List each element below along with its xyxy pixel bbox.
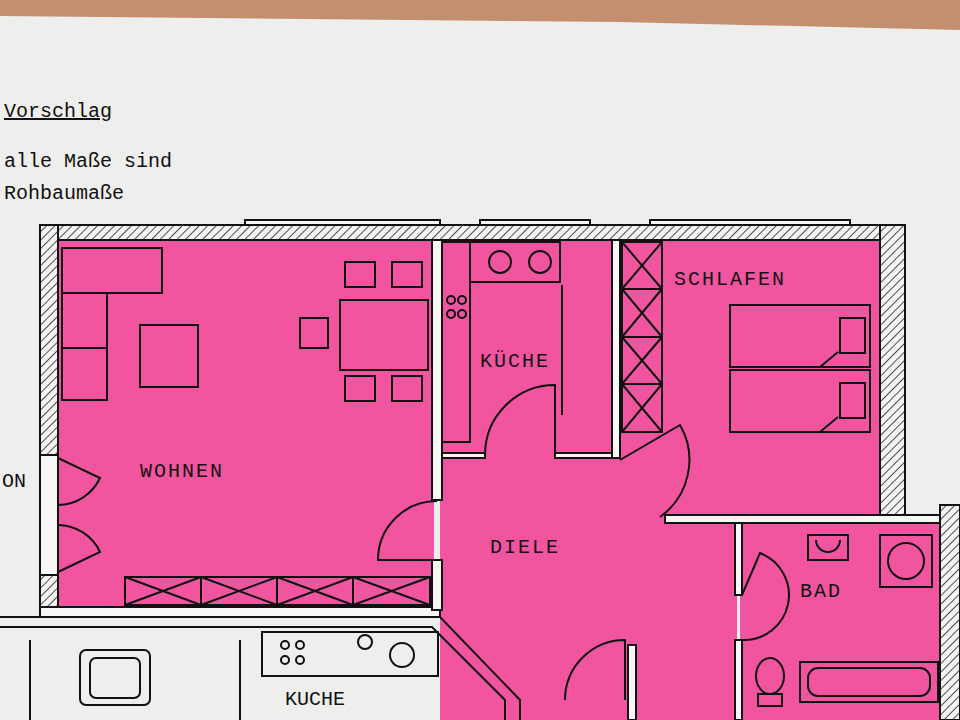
door-swing	[58, 525, 100, 572]
hob	[281, 641, 289, 649]
sink	[529, 251, 551, 273]
toilet	[758, 694, 782, 706]
wall	[880, 225, 905, 517]
bathtub	[808, 668, 930, 696]
wall	[432, 240, 442, 500]
wall	[442, 453, 485, 458]
sofa	[62, 348, 107, 400]
doors	[58, 385, 789, 700]
wall	[612, 240, 620, 458]
inner-walls	[40, 240, 940, 720]
pillow	[840, 383, 865, 418]
wall	[735, 640, 742, 720]
room: KÜCHE	[442, 240, 612, 453]
room: BAD	[742, 526, 940, 700]
sink-counter	[470, 242, 560, 282]
bed	[730, 370, 870, 432]
chair	[300, 318, 328, 348]
bed	[730, 305, 870, 367]
blanket-fold	[820, 352, 838, 432]
door-swing	[58, 458, 100, 505]
pillow	[840, 318, 865, 353]
balcony-door-frame	[40, 455, 58, 575]
window	[480, 220, 590, 225]
sink	[358, 635, 372, 649]
room-name: WOHNEN	[140, 460, 224, 484]
wall	[940, 505, 960, 720]
wall	[40, 225, 58, 455]
plan-note: alle Maße sind Rohbaumaße	[4, 146, 214, 210]
chair	[392, 262, 422, 287]
neighbour-wall	[30, 640, 240, 720]
door-swing	[485, 385, 555, 455]
furniture	[62, 242, 938, 706]
bathtub	[800, 662, 938, 702]
hob	[458, 296, 466, 304]
door-swing	[565, 640, 625, 700]
wall	[665, 515, 940, 523]
chair	[345, 376, 375, 401]
chair	[345, 262, 375, 287]
chair	[392, 376, 422, 401]
counter-edge	[561, 285, 563, 415]
washbasin	[808, 535, 848, 560]
wardrobe	[622, 242, 662, 432]
wall	[555, 453, 612, 458]
neighbour-sink	[80, 650, 150, 705]
door-swing	[620, 425, 689, 517]
wall	[432, 560, 442, 610]
neighbour-sink	[90, 658, 140, 698]
wall	[40, 607, 440, 617]
hob	[296, 656, 304, 664]
highlight-kueche	[440, 240, 614, 458]
room-name: DIELE	[490, 536, 560, 560]
door-swing	[742, 553, 789, 640]
wall	[628, 645, 636, 720]
highlight	[58, 240, 940, 720]
washing-machine	[888, 543, 924, 579]
room: WOHNEN	[58, 240, 432, 605]
hob	[447, 296, 455, 304]
neighbour-wall	[0, 627, 505, 720]
neighbour-flat	[0, 617, 520, 720]
room: DIELE	[442, 458, 735, 720]
floor-tiles	[0, 0, 960, 30]
neighbour-wall	[0, 617, 520, 720]
highlight-bad	[740, 523, 940, 720]
window	[650, 220, 850, 225]
kitchen-counter	[442, 242, 470, 442]
washing-machine	[880, 535, 932, 587]
room-name: SCHLAFEN	[674, 268, 786, 292]
wardrobe-cross	[622, 242, 662, 432]
hob	[296, 641, 304, 649]
window	[245, 220, 440, 225]
hob	[281, 656, 289, 664]
cabinet	[125, 577, 430, 605]
hob	[447, 310, 455, 318]
wall	[735, 523, 742, 595]
washbasin	[816, 540, 840, 552]
room-name: KÜCHE	[480, 350, 550, 374]
room: SCHLAFEN	[620, 240, 880, 515]
outer-walls	[40, 225, 960, 720]
sofa	[62, 248, 162, 293]
dining-table	[340, 300, 428, 370]
sofa	[62, 293, 107, 348]
plan-note: ON	[2, 466, 38, 498]
sink	[489, 251, 511, 273]
door-swing	[378, 501, 437, 560]
room-name: BAD	[800, 580, 842, 604]
sink	[390, 643, 414, 667]
neighbour-counter	[262, 632, 438, 676]
coffee-table	[140, 325, 198, 387]
plan-note: KUCHE	[285, 684, 425, 716]
toilet	[756, 658, 784, 694]
wall	[40, 225, 905, 240]
plan-title: Vorschlag	[4, 96, 112, 128]
cabinet-cross	[125, 577, 430, 605]
hob	[458, 310, 466, 318]
